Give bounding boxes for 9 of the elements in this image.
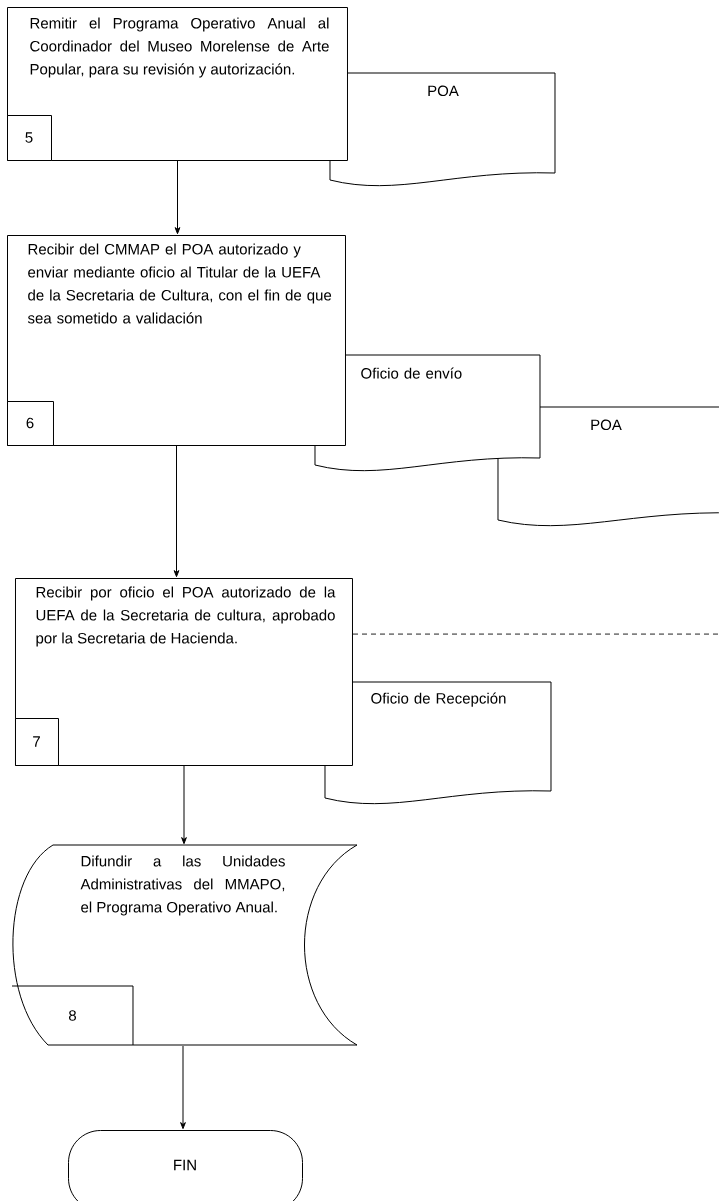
arrow <box>174 160 181 235</box>
dashed-line <box>352 633 719 635</box>
arrow <box>173 445 180 578</box>
arrow <box>180 1045 186 1130</box>
step-number-box: 7 <box>15 718 59 766</box>
step-number-box: 5 <box>7 115 52 161</box>
step-number-box: 6 <box>7 401 54 446</box>
step-number-box: 8 <box>11 985 134 1046</box>
arrow <box>181 765 187 845</box>
